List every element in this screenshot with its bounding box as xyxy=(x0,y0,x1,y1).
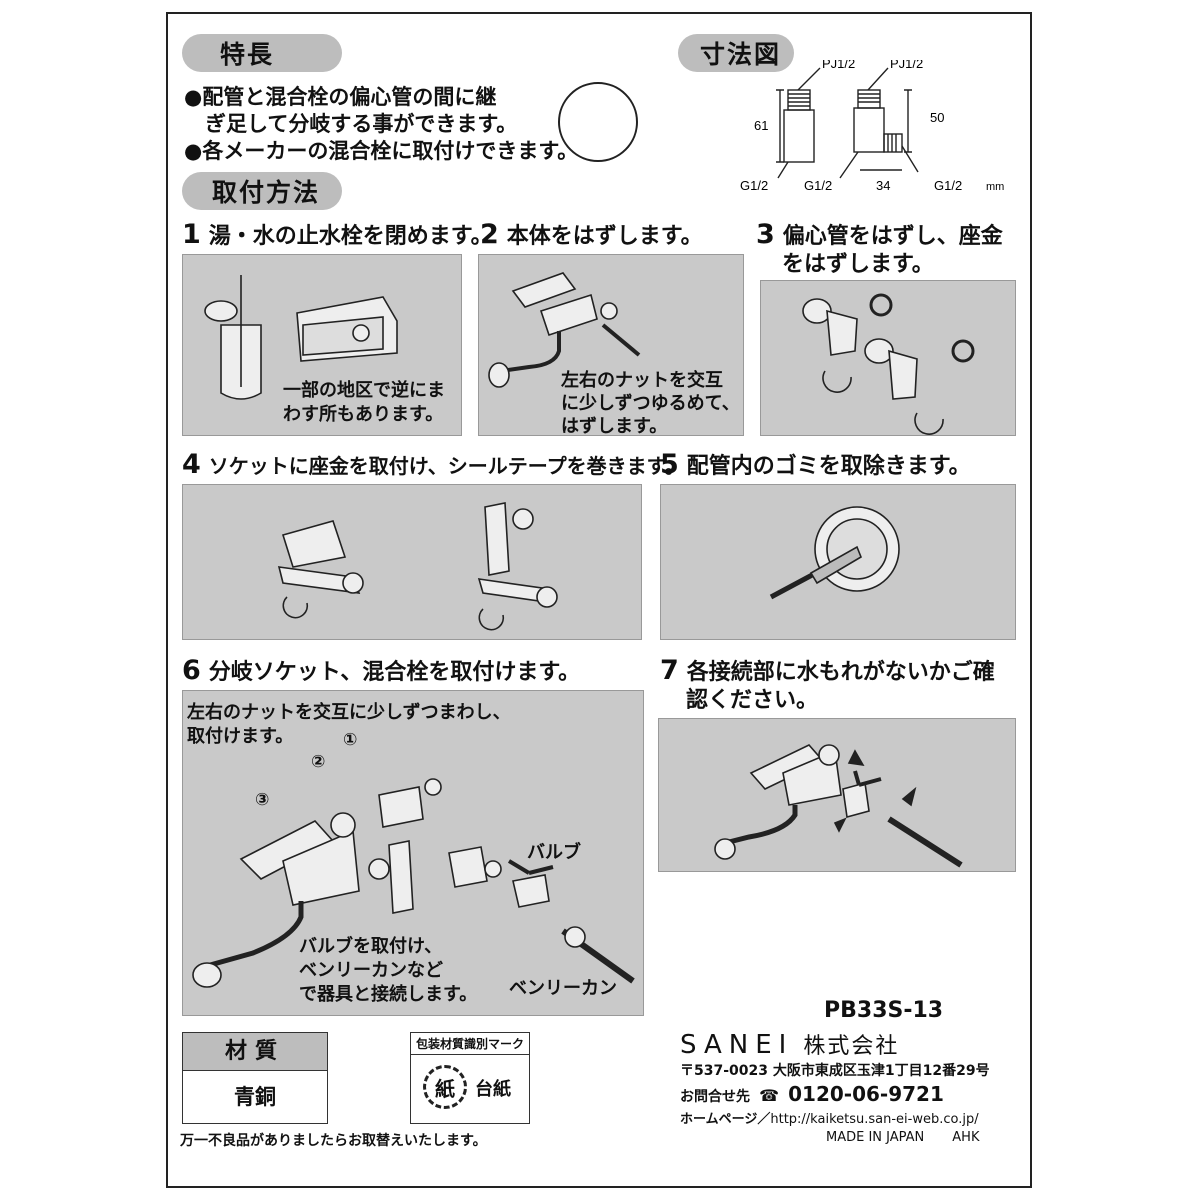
step-2-text: 本体をはずします。 xyxy=(506,224,703,249)
step-3-number: 3 xyxy=(756,219,775,250)
dim-pj-left: PJ1/2 xyxy=(822,60,855,71)
maker-code: AHK xyxy=(952,1130,980,1145)
step-3-text-1: 偏心管をはずし、座金 xyxy=(782,224,1003,249)
step-6-title: 6 分岐ソケット、混合栓を取付けます。 xyxy=(182,656,580,687)
step-1-text: 湯・水の止水栓を閉めます。 xyxy=(208,224,493,249)
step-3-text-2: をはずします。 xyxy=(782,252,934,277)
step-1-illustration: 一部の地区で逆にま わす所もあります。 xyxy=(182,254,462,436)
features-bullet-1: ●配管と混合栓の偏心管の間に継 xyxy=(184,85,497,109)
dim-height-left: 61 xyxy=(754,118,768,133)
step-1-title: 1 湯・水の止水栓を閉めます。 xyxy=(182,220,493,251)
defect-notice: 万一不良品がありましたらお取替えいたします。 xyxy=(180,1133,487,1149)
step-6-valve-note-1: バルブを取付け、 xyxy=(299,936,443,957)
blank-circle-mark xyxy=(558,82,638,162)
step-6-valve-note-3: で器具と接続します。 xyxy=(299,984,478,1005)
step-6-valve-label: バルブ xyxy=(527,842,581,863)
step-2-note-2: に少しずつゆるめて、 xyxy=(561,393,740,414)
recycle-paper-icon: 紙 xyxy=(423,1065,467,1109)
step-6-note-2: 取付けます。 xyxy=(187,726,294,747)
features-heading-text: 特長 xyxy=(220,40,275,69)
step-6-number: 6 xyxy=(182,655,201,686)
install-heading: 取付方法 xyxy=(182,172,342,210)
step-4-illustration xyxy=(182,484,642,640)
homepage-line: ホームページ／http://kaiketsu.san-ei-web.co.jp/ xyxy=(680,1108,979,1127)
install-heading-text: 取付方法 xyxy=(212,178,321,207)
packaging-symbol: 紙 xyxy=(435,1076,455,1101)
step-4-text: ソケットに座金を取付け、シールテープを巻きます。 xyxy=(208,454,685,478)
material-table: 材質 青銅 xyxy=(182,1032,328,1124)
step-1-number: 1 xyxy=(182,219,201,250)
dimension-drawing: PJ1/2 PJ1/2 61 50 G1/2 G1/2 34 G1/2 mm xyxy=(740,60,1004,193)
company-latin: SANEI xyxy=(680,1030,794,1060)
phone-icon: ☎ xyxy=(759,1086,780,1105)
dim-height-right: 50 xyxy=(930,110,944,125)
packaging-mark: 包装材質識別マーク 紙 台紙 xyxy=(410,1032,530,1124)
company-address: 〒537-0023 大阪市東成区玉津1丁目12番29号 xyxy=(680,1063,990,1079)
step-6-order-3: ③ xyxy=(255,790,270,810)
phone-number: 0120-06-9721 xyxy=(788,1082,944,1106)
step-7-text-1: 各接続部に水もれがないかご確 xyxy=(686,660,995,685)
dim-g-right: G1/2 xyxy=(934,178,962,193)
step-7-title: 7 各接続部に水もれがないかご確 xyxy=(660,656,995,687)
step-6-text: 分岐ソケット、混合栓を取付けます。 xyxy=(208,660,581,685)
contact-line: お問合せ先 ☎ 0120-06-9721 xyxy=(680,1082,944,1106)
features-bullet-3: ●各メーカーの混合栓に取付けできます。 xyxy=(184,139,579,163)
step-2-number: 2 xyxy=(480,219,499,250)
dim-unit: mm xyxy=(986,181,1004,193)
dim-g-left: G1/2 xyxy=(740,178,768,193)
step-2-title: 2 本体をはずします。 xyxy=(480,220,703,251)
features-heading: 特長 xyxy=(182,34,342,72)
step-4-title: 4 ソケットに座金を取付け、シールテープを巻きます。 xyxy=(182,450,685,481)
material-header: 材質 xyxy=(183,1033,327,1071)
step-2-illustration: 左右のナットを交互 に少しずつゆるめて、 はずします。 xyxy=(478,254,744,436)
step-6-order-1: ① xyxy=(343,730,358,750)
dim-pj-right: PJ1/2 xyxy=(890,60,923,71)
material-value: 青銅 xyxy=(234,1085,276,1109)
step-3-title: 3 偏心管をはずし、座金 xyxy=(756,220,1003,251)
homepage-url[interactable]: http://kaiketsu.san-ei-web.co.jp/ xyxy=(770,1112,979,1127)
packaging-header: 包装材質識別マーク xyxy=(411,1033,529,1055)
step-6-order-2: ② xyxy=(311,752,326,772)
packaging-label: 台紙 xyxy=(475,1079,511,1100)
dim-g-mid: G1/2 xyxy=(804,178,832,193)
step-6-illustration: 左右のナットを交互に少しずつまわし、 取付けます。 ① ② ③ バルブ バルブを… xyxy=(182,690,644,1016)
step-7-text-2: 認ください。 xyxy=(686,688,819,713)
step-5-number: 5 xyxy=(660,449,679,480)
step-4-number: 4 xyxy=(182,449,201,480)
made-in: MADE IN JAPAN xyxy=(826,1130,925,1145)
step-3-illustration xyxy=(760,280,1016,436)
product-code: PB33S-13 xyxy=(824,998,944,1023)
step-6-benri-label: ベンリーカン xyxy=(509,978,617,999)
step-2-note-3: はずします。 xyxy=(561,416,668,436)
dimensions-heading: 寸法図 xyxy=(678,34,794,72)
step-5-text: 配管内のゴミを取除きます。 xyxy=(686,454,971,479)
features-bullet-2: ぎ足して分岐する事ができます。 xyxy=(184,112,518,136)
made-in-line: MADE IN JAPAN AHK xyxy=(826,1130,979,1145)
step-7-number: 7 xyxy=(660,655,679,686)
step-1-note-1: 一部の地区で逆にま xyxy=(283,380,445,401)
dimensions-heading-text: 寸法図 xyxy=(700,40,782,69)
step-5-title: 5 配管内のゴミを取除きます。 xyxy=(660,450,971,481)
company-name: SANEI 株式会社 xyxy=(680,1028,899,1060)
homepage-label: ホームページ／ xyxy=(680,1112,771,1127)
step-6-valve-note-2: ベンリーカンなど xyxy=(299,960,443,981)
contact-label: お問合せ先 xyxy=(680,1089,750,1105)
step-5-illustration xyxy=(660,484,1016,640)
step-6-note-1: 左右のナットを交互に少しずつまわし、 xyxy=(187,702,511,723)
step-1-note-2: わす所もあります。 xyxy=(283,404,444,425)
step-2-note-1: 左右のナットを交互 xyxy=(561,370,723,391)
step-7-illustration xyxy=(658,718,1016,872)
company-jp: 株式会社 xyxy=(803,1034,900,1059)
dim-width: 34 xyxy=(876,178,890,193)
